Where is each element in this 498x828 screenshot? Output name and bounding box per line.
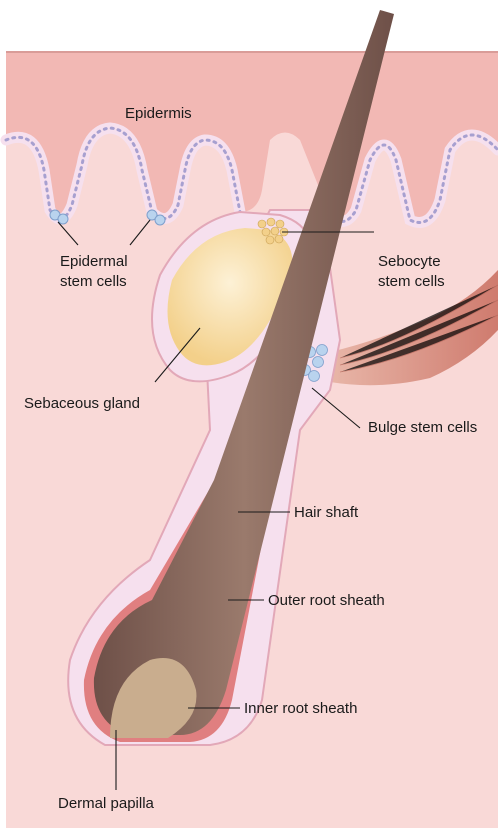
label-sebocyte-stem-cells-2: stem cells (378, 273, 445, 290)
label-dermal-papilla: Dermal papilla (58, 795, 155, 812)
label-sebaceous-gland: Sebaceous gland (24, 395, 140, 412)
label-bulge-stem-cells: Bulge stem cells (368, 419, 477, 436)
label-sebocyte-stem-cells-1: Sebocyte (378, 253, 441, 270)
label-epidermal-stem-cells-2: stem cells (60, 273, 127, 290)
label-outer-root-sheath: Outer root sheath (268, 592, 385, 609)
label-epidermis: Epidermis (125, 105, 192, 122)
label-epidermal-stem-cells-1: Epidermal (60, 253, 128, 270)
label-hair-shaft: Hair shaft (294, 504, 359, 521)
label-inner-root-sheath: Inner root sheath (244, 700, 357, 717)
